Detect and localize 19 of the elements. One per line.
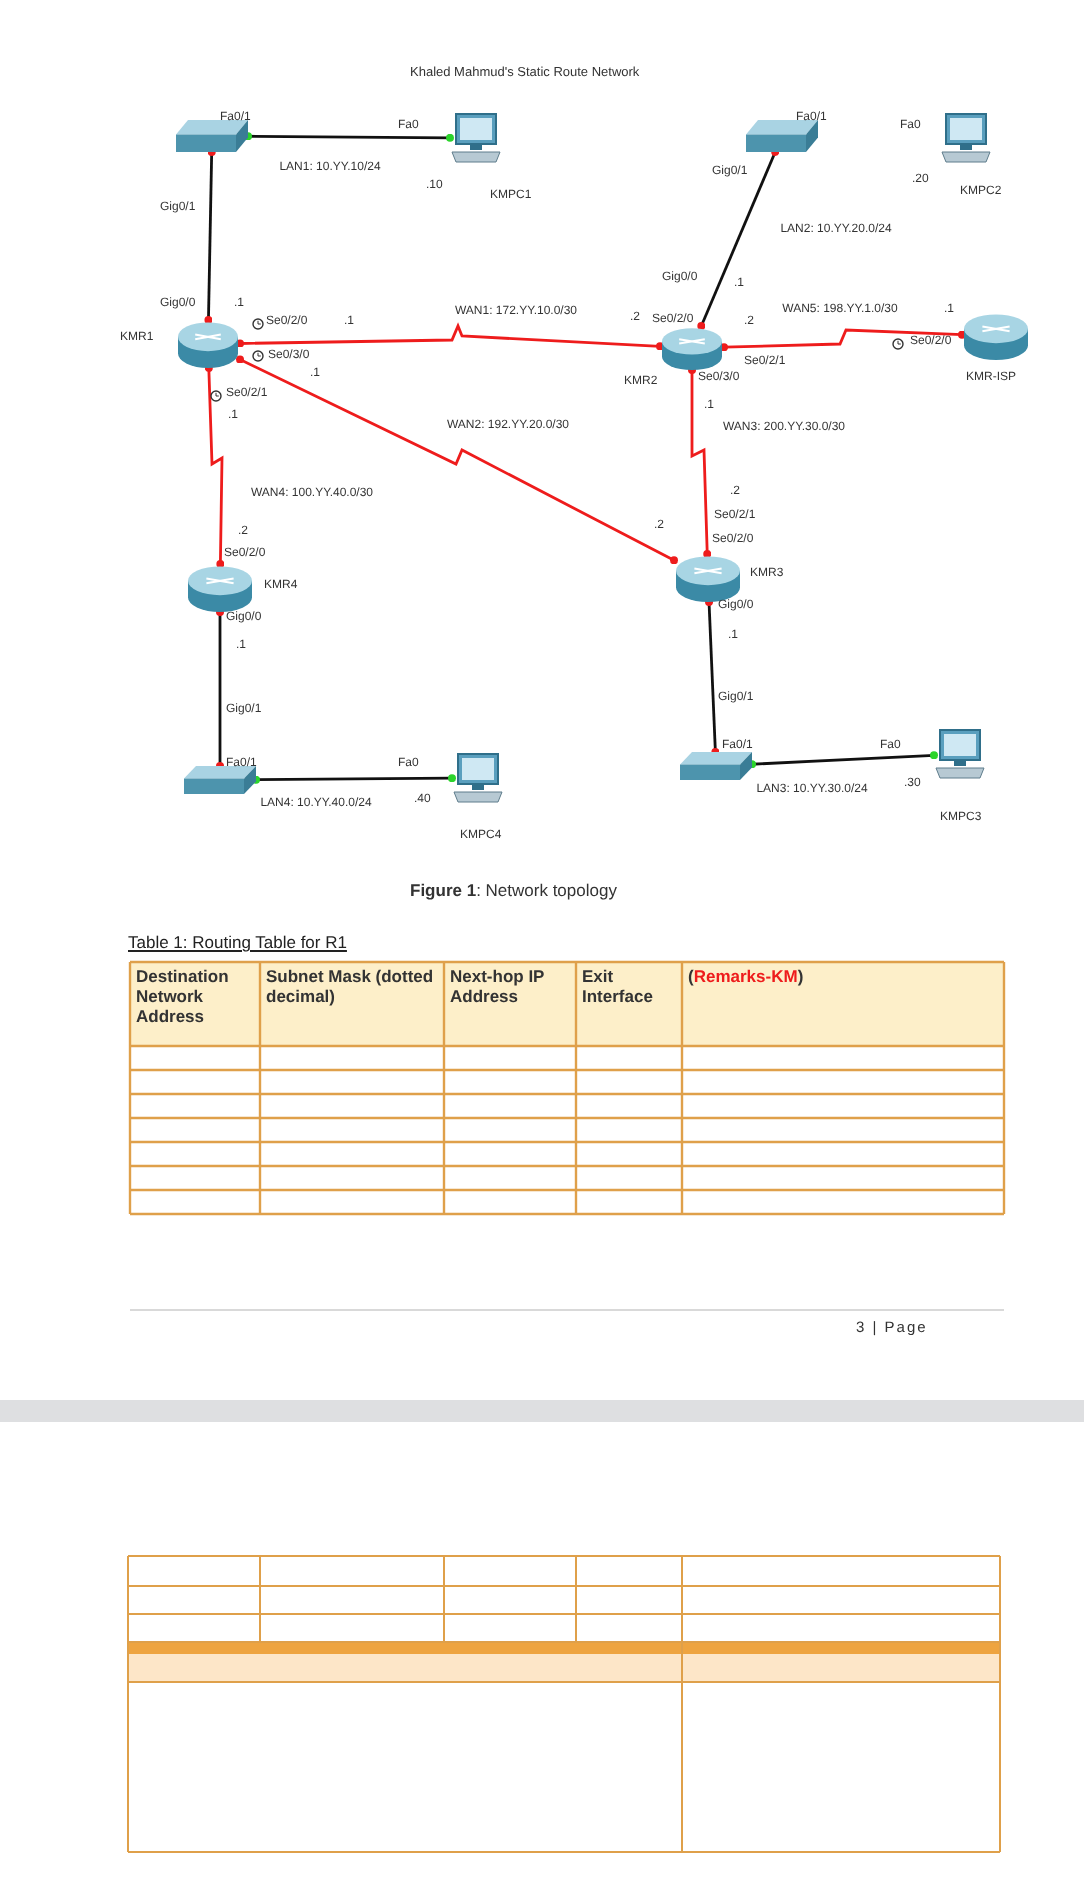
serial-link — [236, 355, 678, 565]
column-header: (Remarks-KM) — [688, 966, 806, 987]
column-header: Subnet Mask (dotted decimal) — [266, 966, 436, 1007]
ethernet-link — [244, 132, 454, 142]
serial-link — [236, 322, 664, 351]
ethernet-link — [705, 598, 720, 756]
ethernet-link — [748, 751, 938, 769]
serial-link — [688, 366, 712, 558]
serial-link — [720, 328, 966, 352]
figure-caption: Figure 1: Network topology — [410, 882, 617, 899]
table-caption: Table 1: Routing Table for R1 — [128, 934, 347, 951]
ethernet-link — [216, 608, 224, 770]
column-header: Exit Interface — [582, 966, 655, 1007]
column-header: Next-hop IP Address — [450, 966, 547, 1007]
ethernet-link — [697, 148, 780, 330]
serial-link — [204, 364, 225, 568]
ethernet-link — [252, 774, 456, 784]
ethernet-link — [204, 148, 216, 324]
column-header: Destination Network Address — [136, 966, 231, 1028]
